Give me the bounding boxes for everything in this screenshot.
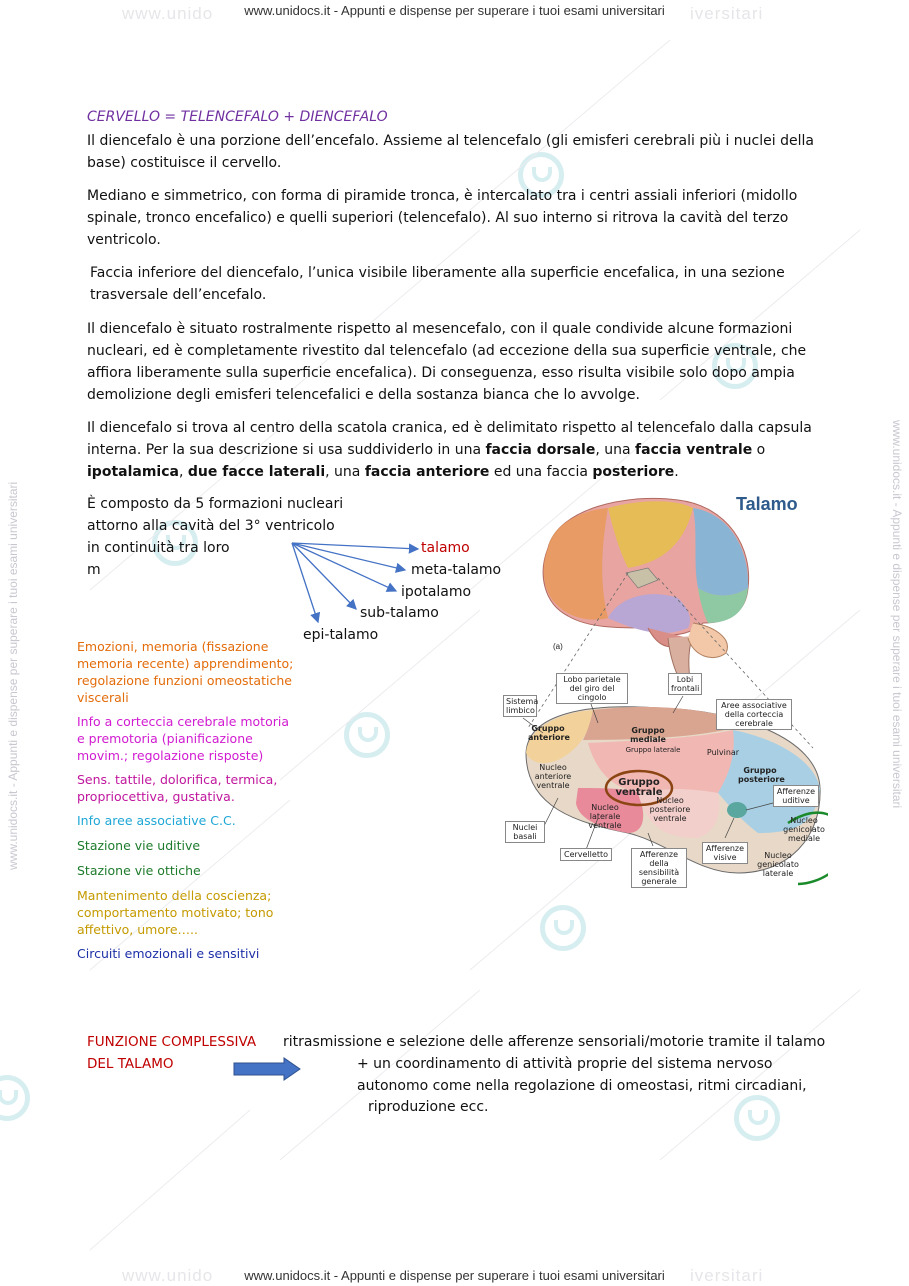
watermark-logo-icon	[712, 343, 758, 389]
funzione-label-1: FUNZIONE COMPLESSIVA	[87, 1034, 257, 1050]
structure-meta-talamo: meta-talamo	[411, 562, 502, 578]
funzione-line-3: autonomo come nella regolazione di omeos…	[357, 1078, 807, 1094]
label-gruppo-mediale: Gruppo mediale	[630, 726, 666, 744]
page-footer: www.unidocs.it - Appunti e dispense per …	[244, 1268, 665, 1283]
watermark-text-bottom-right: iversitari	[690, 1266, 764, 1285]
function-item: Circuiti emozionali e sensitivi	[77, 946, 260, 961]
structure-ipotalamo: ipotalamo	[401, 584, 472, 600]
watermark-logo-icon	[152, 520, 198, 566]
funzione-arrow-icon	[233, 1057, 301, 1081]
label-gruppo-posteriore: Gruppo posteriore	[738, 766, 785, 784]
label-afferenze-visive: Afferenze visive	[702, 842, 748, 864]
label-cervelletto: Cervelletto	[560, 848, 612, 861]
watermark-logo-icon	[540, 905, 586, 951]
thalamus-figure: Talamo (a) Sistema limbico Lobo parietal…	[498, 488, 828, 888]
page-title: CERVELLO = TELENCEFALO + DIENCEFALO	[87, 109, 388, 125]
funzione-line-1: ritrasmissione e selezione delle afferen…	[283, 1034, 826, 1050]
funzione-line-2: + un coordinamento di attività proprie d…	[357, 1056, 773, 1072]
term-faccia-dorsale: faccia dorsale	[485, 442, 596, 458]
function-item: Emozioni, memoria (fissazione memoria re…	[77, 639, 294, 705]
label-nucleo-anteriore-ventrale: Nucleo anteriore ventrale	[534, 763, 572, 790]
label-lobi-frontali: Lobi frontali	[668, 673, 702, 695]
figure-panel-label: (a)	[553, 642, 563, 651]
funzione-line-4: riproduzione ecc.	[368, 1099, 489, 1115]
watermark-text-top: www.unido	[122, 4, 214, 23]
label-nucleo-laterale-ventrale: Nucleo laterale ventrale	[588, 803, 622, 830]
paragraph-description: Il diencefalo si trova al centro della s…	[87, 420, 812, 480]
label-nuclei-basali: Nuclei basali	[505, 821, 545, 843]
composition-line-2: attorno alla cavità del 3° ventricolo	[87, 518, 335, 534]
label-afferenze-uditive: Afferenze uditive	[773, 785, 819, 807]
composition-line-1: È composto da 5 formazioni nucleari	[87, 496, 344, 512]
term-faccia-ventrale: faccia ventrale	[635, 442, 753, 458]
watermark-text-bottom: www.unido	[122, 1266, 214, 1285]
function-item: Stazione vie uditive	[77, 838, 201, 853]
term-faccia-anteriore: faccia anteriore	[364, 464, 490, 480]
function-item: Info a corteccia cerebrale motoria e pre…	[77, 714, 289, 763]
structure-sub-talamo: sub-talamo	[360, 605, 439, 621]
term-ipotalamica: ipotalamica	[87, 464, 179, 480]
watermark-logo-icon	[734, 1095, 780, 1141]
label-pulvinar: Pulvinar	[706, 748, 740, 757]
label-gruppo-ventrale: Gruppo ventrale	[615, 777, 663, 798]
page-header: www.unidocs.it - Appunti e dispense per …	[244, 3, 665, 18]
label-sistema-limbico: Sistema limbico	[503, 695, 538, 717]
funzione-label-2: DEL TALAMO	[87, 1056, 174, 1072]
watermark-logo-icon	[518, 152, 564, 198]
label-afferenze-sensibilita: Afferenze della sensibilità generale	[631, 848, 687, 888]
label-nucleo-posteriore-ventrale: Nucleo posteriore ventrale	[649, 796, 691, 823]
structure-epi-talamo: epi-talamo	[303, 627, 379, 643]
composition-line-4: m	[87, 562, 101, 578]
paragraph-inferior-face: Faccia inferiore del diencefalo, l’unica…	[90, 265, 785, 303]
function-item: Info aree associative C.C.	[77, 813, 236, 828]
structure-talamo: talamo	[421, 540, 470, 556]
watermark-logo-icon	[344, 712, 390, 758]
function-item: Sens. tattile, dolorifica, termica, prop…	[77, 772, 278, 804]
label-nucleo-genicolato-laterale: Nucleo genicolato laterale	[757, 851, 799, 878]
function-item: Mantenimento della coscienza; comportame…	[77, 888, 274, 937]
label-nucleo-genicolato-mediale: Nucleo genicolato mediale	[783, 816, 825, 843]
paragraph-definition: Il diencefalo è una porzione dell’encefa…	[87, 133, 814, 171]
composition-line-3: in continuità tra loro	[87, 540, 230, 556]
figure-title: Talamo	[736, 494, 798, 514]
paragraph-shape: Mediano e simmetrico, con forma di piram…	[87, 188, 798, 248]
paragraph-position: Il diencefalo è situato rostralmente ris…	[87, 321, 807, 403]
label-gruppo-laterale: Gruppo laterale	[625, 746, 681, 754]
term-facce-laterali: due facce laterali	[187, 464, 326, 480]
watermark-logo-icon	[0, 1075, 30, 1121]
brain-illustration	[522, 497, 828, 886]
label-gruppo-anteriore: Gruppo anteriore	[528, 724, 570, 742]
label-lobo-parietale: Lobo parietale del giro del cingolo	[556, 673, 628, 704]
label-aree-associative: Aree associative della corteccia cerebra…	[716, 699, 792, 730]
term-posteriore: posteriore	[592, 464, 675, 480]
function-item: Stazione vie ottiche	[77, 863, 201, 878]
watermark-text-top-right: iversitari	[690, 4, 764, 23]
